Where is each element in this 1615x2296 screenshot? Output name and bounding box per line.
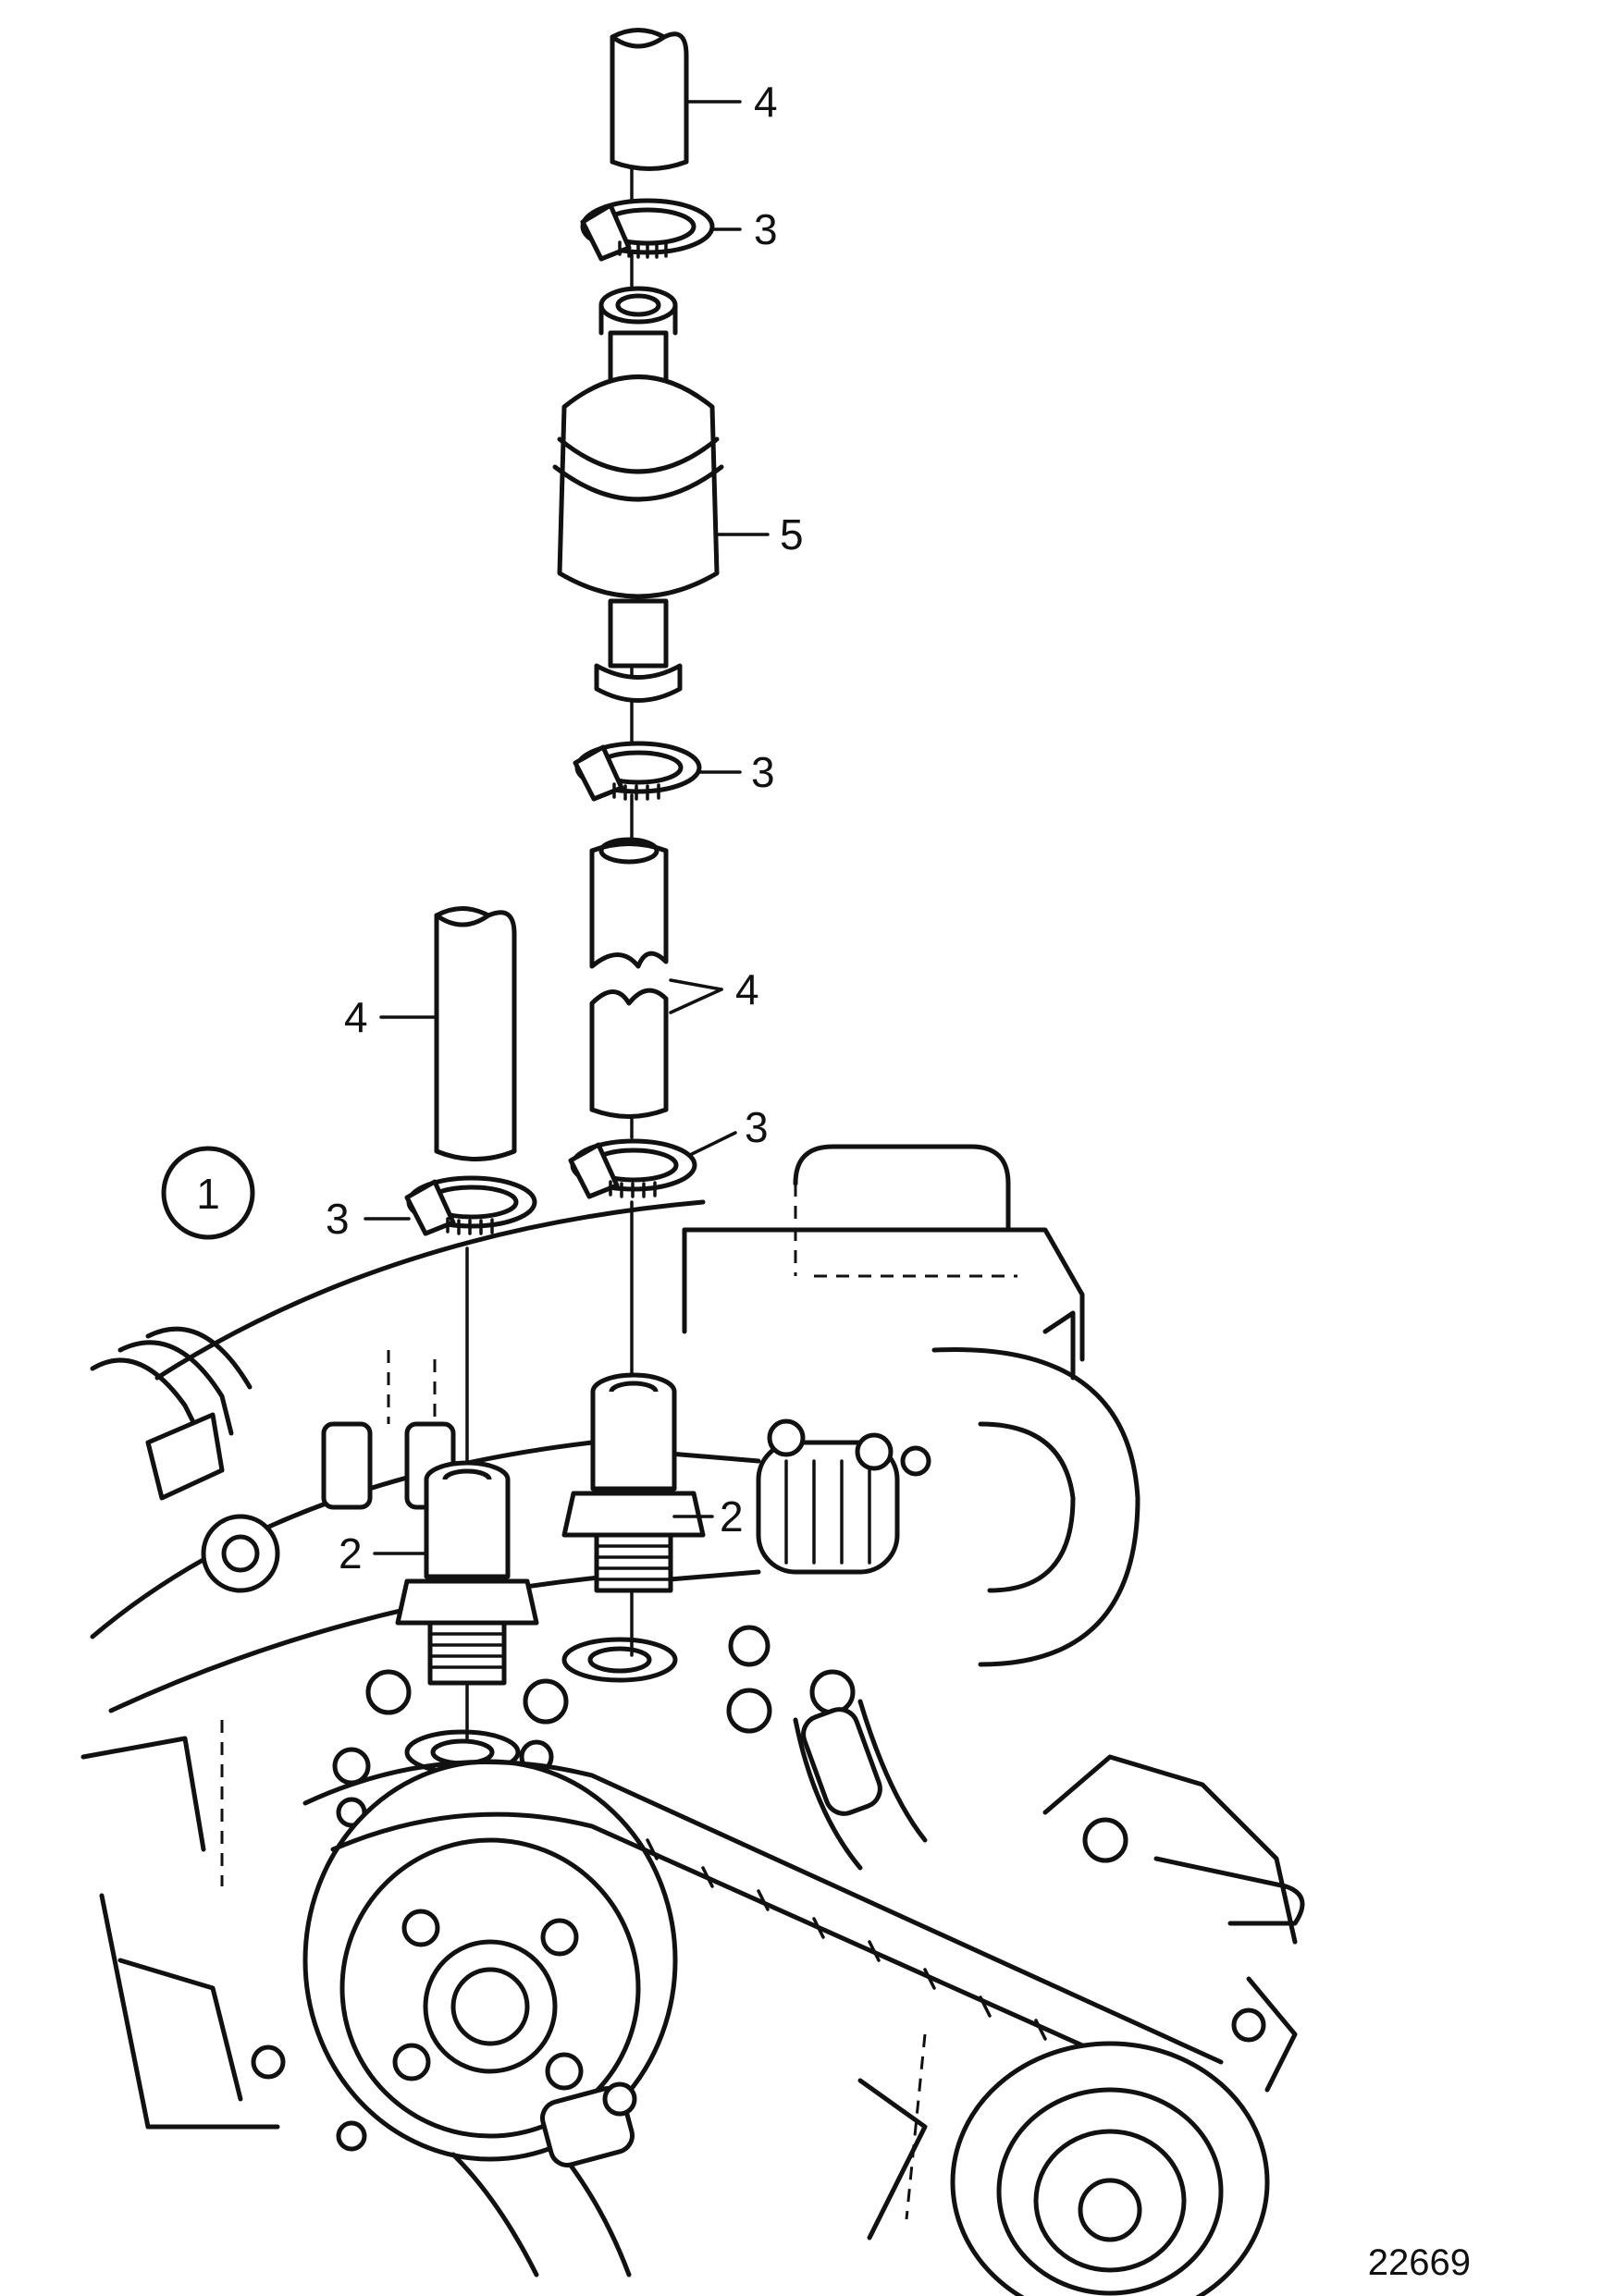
view-marker: 1	[161, 1146, 255, 1240]
hose-clamp-left	[404, 1175, 537, 1236]
callout-3-lower-right-clamp: 3	[745, 1103, 769, 1151]
callout-2-left-nipple: 2	[339, 1529, 363, 1578]
callout-5-filter: 5	[780, 510, 804, 559]
callout-3-left-clamp: 3	[326, 1195, 350, 1243]
filter-hose-stack	[552, 28, 724, 1657]
return-hose-stack	[395, 906, 539, 1740]
hose-clamp-middle	[573, 741, 702, 802]
hose-clamp-lower-right	[568, 1138, 697, 1199]
callout-4-middle-hose: 4	[735, 965, 759, 1013]
callout-4-left-hose: 4	[344, 993, 368, 1041]
figure-reference-number: 22669	[1368, 2242, 1471, 2283]
callout-3-middle-clamp: 3	[751, 748, 775, 796]
fuel-hose-middle	[589, 837, 669, 1119]
hose-nipple-left	[395, 1460, 539, 1686]
callout-4-top-hose: 4	[754, 78, 778, 126]
engine-block	[80, 1144, 1305, 2296]
callout-2-right-nipple: 2	[720, 1492, 744, 1541]
view-marker-number: 1	[196, 1170, 220, 1218]
hose-nipple-right	[561, 1372, 706, 1593]
fuel-hose-left	[434, 906, 517, 1161]
callout-labels: 4 3 5 3 4 4 3 3 2 2	[326, 78, 804, 1578]
fuel-filter	[552, 286, 724, 703]
callout-3-top-clamp: 3	[754, 205, 778, 253]
leader-lines	[364, 100, 770, 1555]
hose-clamp-top	[580, 198, 715, 262]
fuel-hose-top	[610, 28, 689, 171]
